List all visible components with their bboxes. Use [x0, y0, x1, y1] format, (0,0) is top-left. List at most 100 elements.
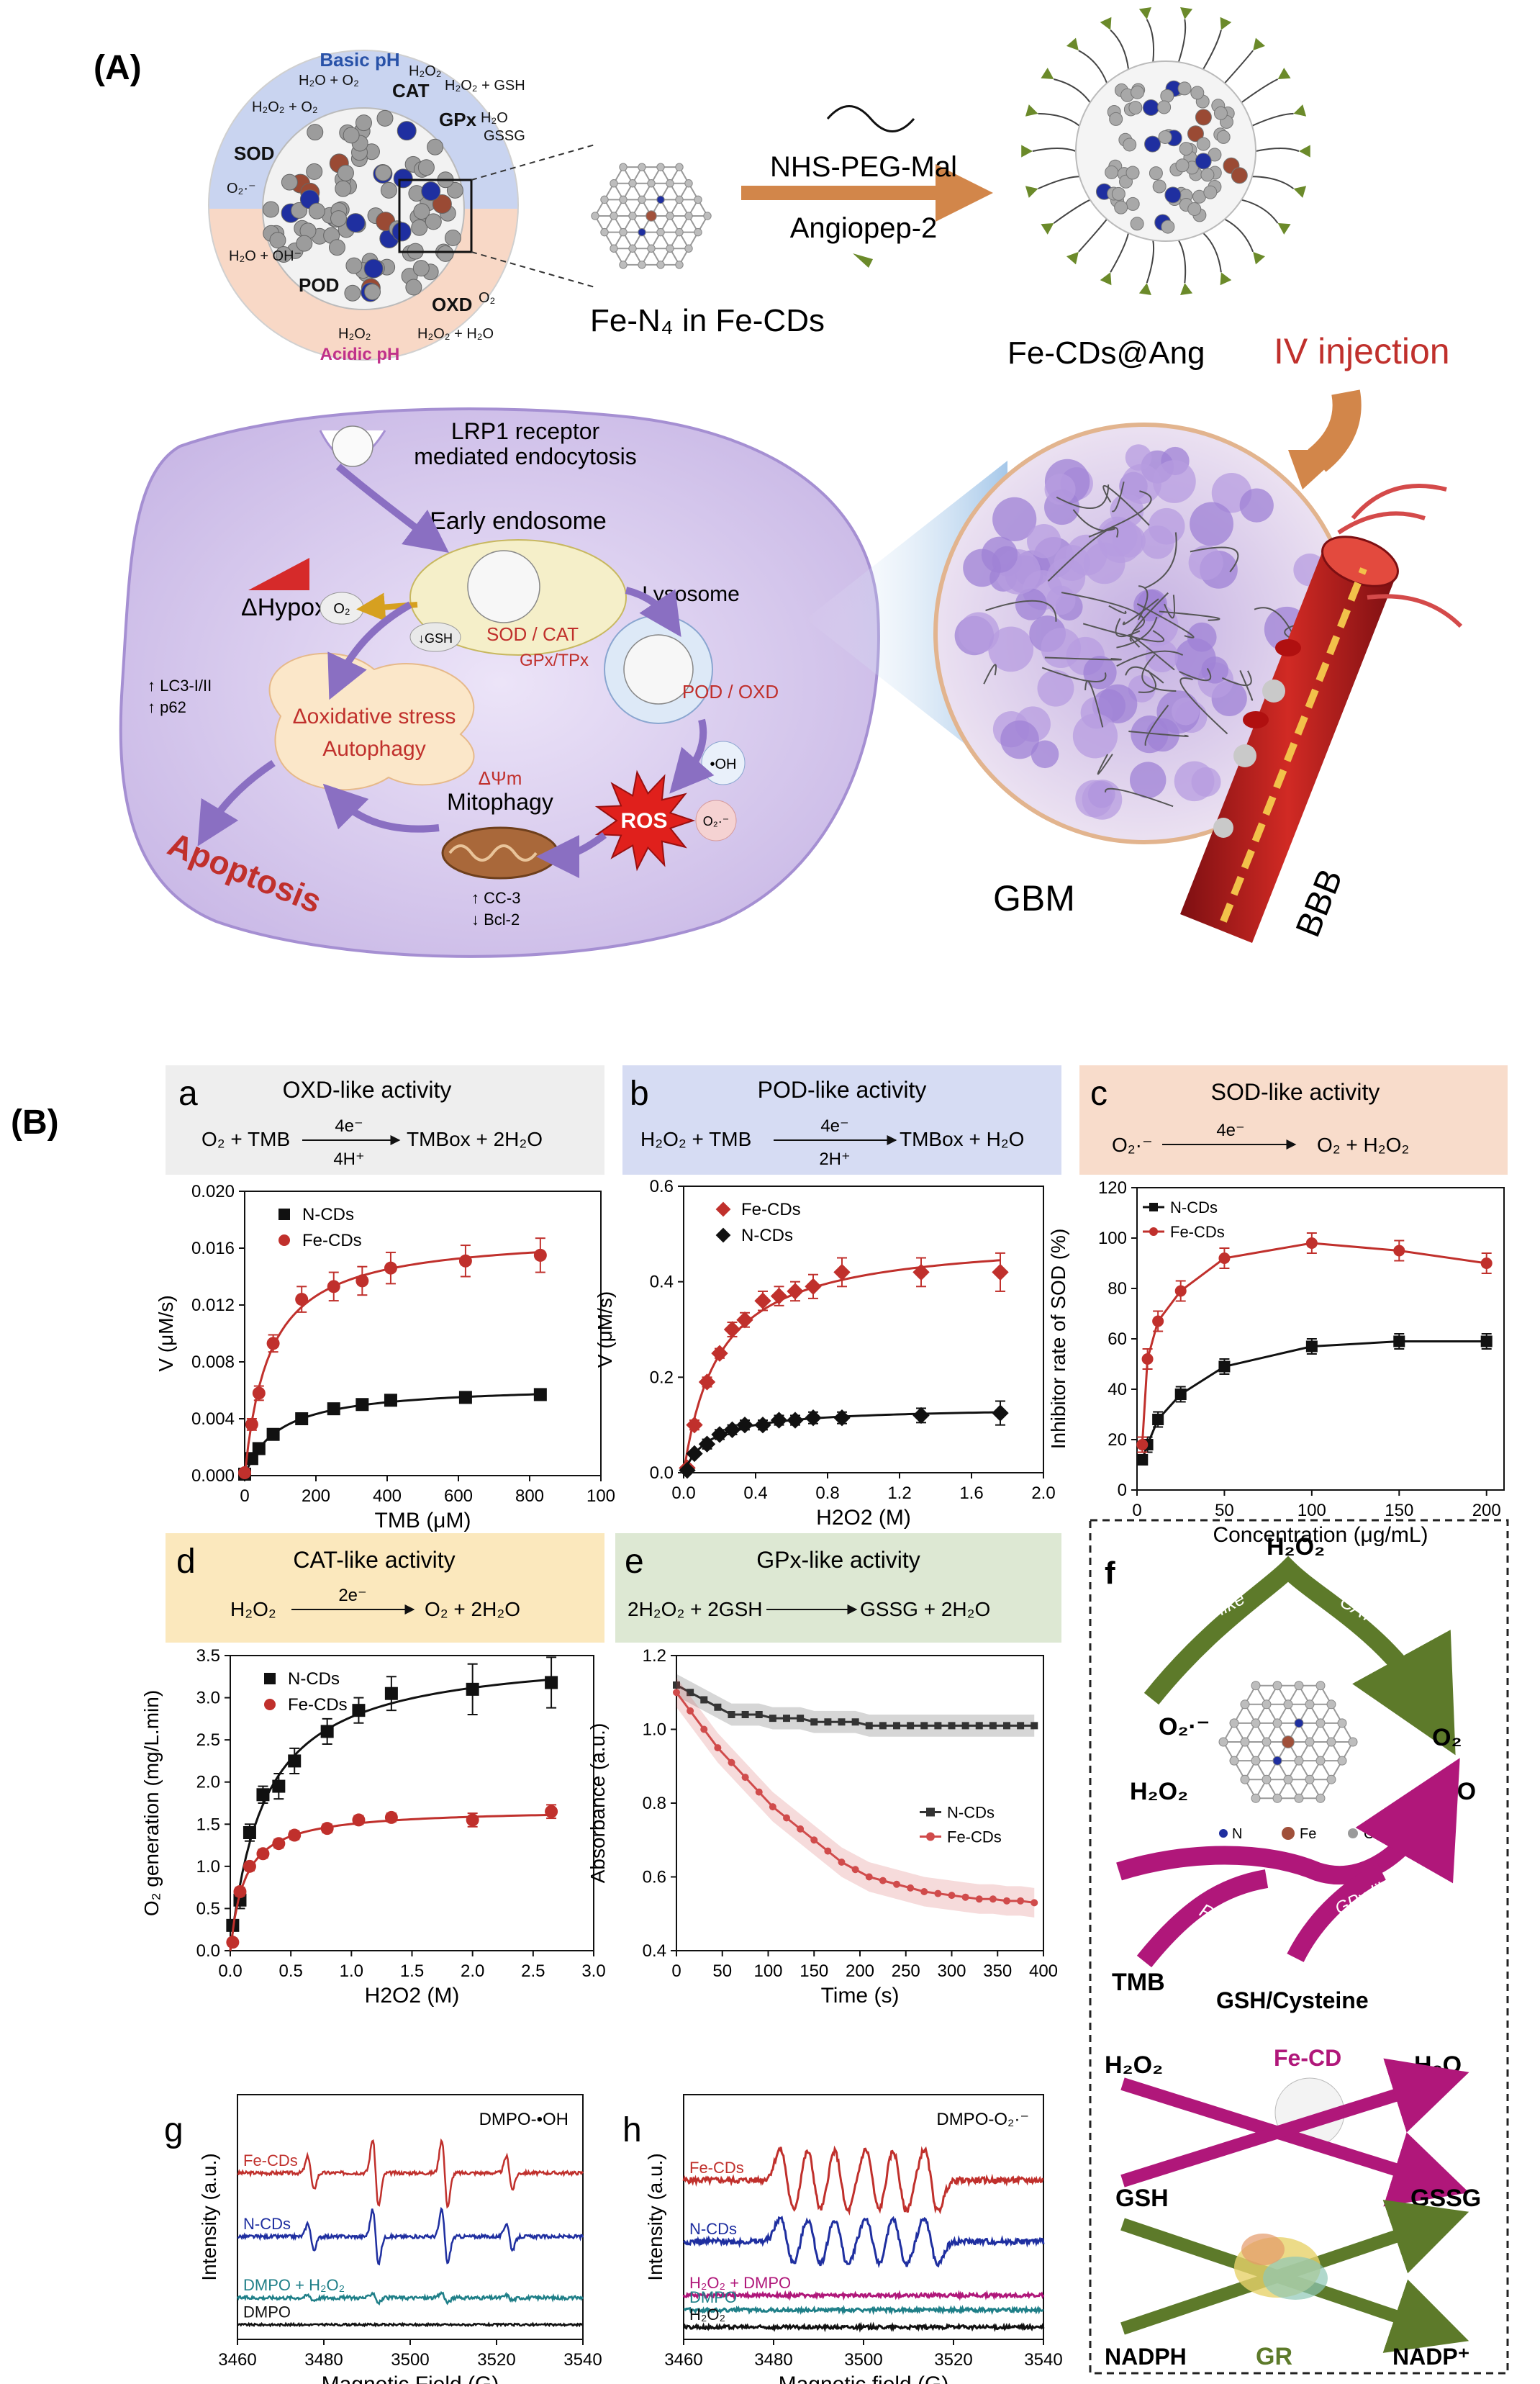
x-tick-label: 0.4: [743, 1484, 767, 1503]
plot-frame: [244, 1191, 602, 1476]
atom: [1272, 1718, 1282, 1728]
data-point: [320, 1725, 334, 1738]
eq-top: 4e⁻: [1216, 1121, 1244, 1140]
x-tick-label: 0: [240, 1486, 249, 1506]
y-axis-label: Intensity (a.u.): [198, 2153, 220, 2280]
y-tick-label: 0.0: [196, 1941, 220, 1961]
x-tick-label: 0.5: [278, 1961, 302, 1981]
fiber: [1190, 546, 1239, 573]
f-pod-label: POD-like: [1196, 1899, 1273, 1950]
data-point: [352, 1813, 366, 1827]
data-point: [272, 1837, 286, 1851]
atom: [619, 163, 628, 171]
fiber: [1082, 623, 1165, 643]
x-tick-label: 1.0: [340, 1961, 363, 1981]
y-tick-label: 0.016: [191, 1239, 235, 1258]
legend-entry: Fe-CDs: [947, 1828, 1002, 1846]
data-point: [907, 1722, 915, 1730]
data-point: [715, 1201, 731, 1217]
atom: [411, 219, 428, 236]
y-tick-label: 0.4: [650, 1273, 674, 1292]
data-point: [1031, 1722, 1038, 1730]
y-tick-label: 2.5: [196, 1730, 220, 1750]
data-point: [989, 1895, 997, 1903]
atom: [345, 257, 363, 274]
spectrum-line: [683, 2304, 1044, 2316]
atom: [1262, 1737, 1272, 1747]
atom: [1315, 1718, 1326, 1728]
eq-bottom: 4H⁺: [333, 1150, 364, 1169]
atom: [306, 163, 323, 180]
data-point: [893, 1880, 900, 1888]
data-point: [755, 1711, 763, 1718]
early-endosome-label: Early endosome: [430, 507, 607, 535]
data-point: [824, 1847, 832, 1855]
atom: [1200, 168, 1215, 182]
data-point: [741, 1711, 749, 1718]
plot-frame: [683, 1186, 1044, 1473]
data-point: [787, 1412, 804, 1429]
f-superoxide: O₂·⁻: [1159, 1713, 1210, 1740]
panel-letter: e: [625, 1543, 644, 1581]
p62-label: ↑ p62: [148, 698, 186, 716]
fiber: [1116, 616, 1158, 649]
data-point: [533, 1388, 547, 1401]
chart-g: 34603480350035203540Magnetic Field (G)In…: [198, 2094, 602, 2384]
gsh-label: ↓GSH: [418, 631, 453, 646]
tumor-cell: [1188, 545, 1223, 580]
data-point: [352, 1704, 366, 1717]
f-legend-n: N: [1232, 1826, 1242, 1842]
peptide-icon: [1066, 37, 1079, 51]
fiber: [1137, 585, 1149, 620]
atom: [619, 261, 628, 269]
data-point: [327, 1280, 340, 1293]
x-tick-label: 200: [302, 1486, 330, 1506]
data-point: [458, 1254, 472, 1268]
sphere-label: H₂O₂: [409, 63, 442, 79]
tumor-cell: [1152, 460, 1196, 503]
atom: [1160, 89, 1174, 103]
nanoparticle-icon: [332, 425, 373, 467]
data-point: [458, 1391, 472, 1404]
data-point: [272, 1779, 286, 1793]
data-point: [989, 1722, 997, 1730]
fiber: [1239, 670, 1254, 701]
tumor-cell: [1054, 544, 1090, 582]
fiber: [1108, 605, 1127, 614]
peptide-icon: [1180, 7, 1193, 19]
atom: [1251, 1681, 1261, 1691]
x-axis-label: Magnetic Field (G): [322, 2372, 499, 2384]
f-o2: O₂: [1432, 1724, 1462, 1751]
data-point: [783, 1715, 790, 1722]
panel-b-header: b POD-like activity H₂O₂ + TMB 4e⁻ 2H⁺ T…: [622, 1065, 1061, 1175]
y-tick-label: 0.0: [650, 1463, 674, 1483]
x-tick-label: 200: [846, 1961, 874, 1981]
data-point: [295, 1293, 309, 1306]
eq-top: 4e⁻: [820, 1116, 848, 1136]
y-tick-label: 0.004: [191, 1409, 235, 1429]
data-point: [810, 1836, 818, 1844]
x-tick-label: 150: [800, 1961, 828, 1981]
atom: [1315, 1756, 1326, 1766]
data-point: [948, 1722, 956, 1730]
peg-chain: [1241, 78, 1279, 104]
fiber: [1144, 705, 1169, 746]
synthesis-arrow: NHS-PEG-Mal Angiopep-2: [741, 105, 993, 268]
data-point: [711, 1426, 728, 1443]
data-point: [741, 1774, 749, 1782]
data-point: [1480, 1335, 1493, 1347]
atom: [393, 168, 413, 189]
peptide-icon: [1066, 251, 1079, 265]
data-point: [252, 1442, 266, 1455]
fiber: [1047, 526, 1119, 582]
spectrum-annotation: DMPO-O₂·⁻: [936, 2110, 1029, 2129]
peg-linker-icon: [826, 105, 915, 132]
peptide-icon: [1253, 251, 1266, 265]
x-tick-label: 3520: [934, 2350, 972, 2370]
x-tick-label: 3480: [754, 2350, 792, 2370]
tumor-cell: [963, 548, 1001, 587]
gpx-tpx-label: GPx/TPx: [520, 651, 589, 670]
hypoxia-wedge-icon: [248, 558, 309, 590]
y-tick-label: 3.0: [196, 1689, 220, 1708]
